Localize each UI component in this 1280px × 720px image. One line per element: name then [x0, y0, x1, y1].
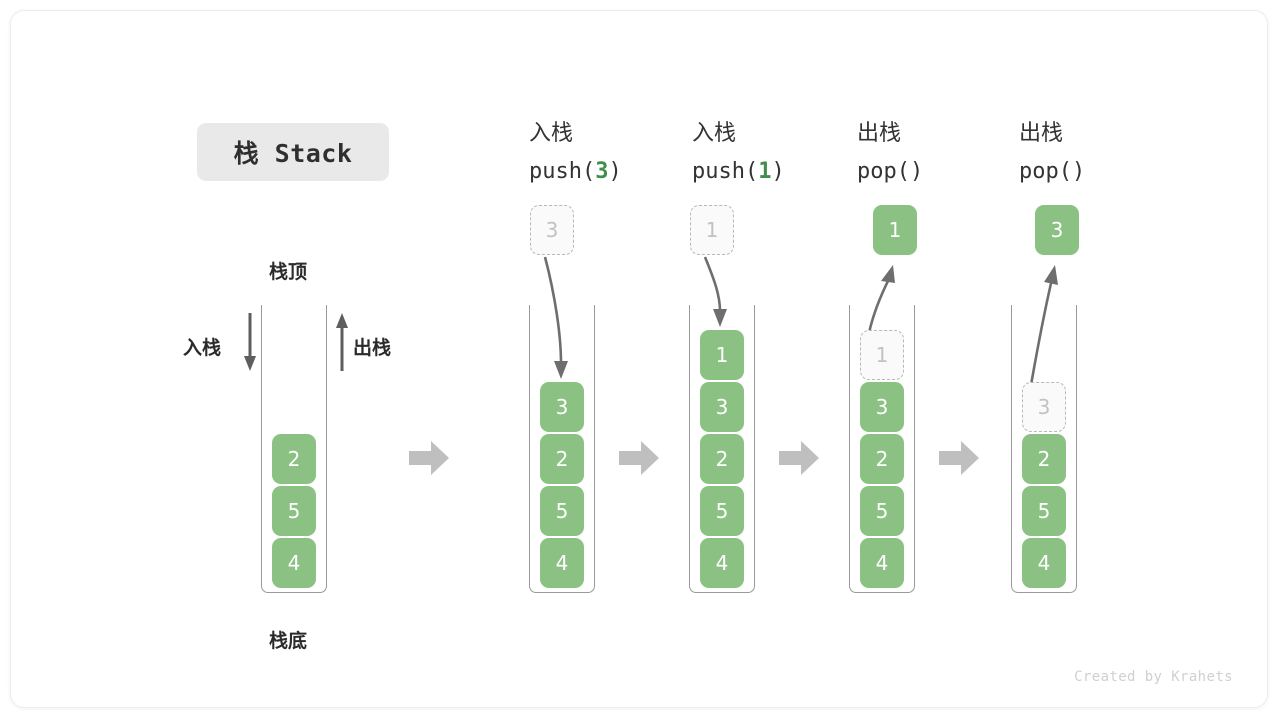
op-code-label: push(1) [692, 153, 785, 191]
stack-cell: 2 [700, 434, 744, 484]
stack-slots: 4 5 2 3 [1011, 381, 1077, 589]
op-title-pop-3: 出栈 pop() [1019, 115, 1085, 191]
stack-after-pop-1: 4 5 2 3 1 [849, 305, 915, 593]
stack-cell: 5 [272, 486, 316, 536]
pop-result-box-1: 1 [873, 205, 917, 255]
push-down-arrow-icon [241, 311, 259, 373]
op-code-arg: 3 [595, 159, 609, 184]
op-code-label: pop() [1019, 153, 1085, 191]
op-code-prefix: pop( [857, 159, 910, 184]
stack-cell: 4 [272, 538, 316, 588]
pop-curve-arrow-1-icon [857, 259, 903, 335]
stack-slots: 4 5 2 3 [529, 381, 595, 589]
op-code-suffix: ) [771, 159, 785, 184]
stack-cell: 3 [540, 382, 584, 432]
step-arrow-icon [617, 439, 661, 477]
pop-curve-arrow-3-icon [1019, 259, 1065, 387]
stack-bottom-label: 栈底 [269, 630, 308, 652]
footer-credit: Created by Krahets [1074, 669, 1233, 685]
stack-initial: 4 5 2 [261, 305, 327, 593]
stack-cell: 5 [1022, 486, 1066, 536]
step-arrow-icon [777, 439, 821, 477]
stack-slots: 4 5 2 [261, 433, 327, 589]
page-title: 栈 Stack [197, 123, 389, 181]
stack-cell: 5 [860, 486, 904, 536]
stack-cell: 4 [700, 538, 744, 588]
op-code-arg: 1 [758, 159, 772, 184]
push-curve-arrow-1-icon [701, 255, 741, 333]
op-code-suffix: ) [608, 159, 622, 184]
stack-cell: 1 [700, 330, 744, 380]
op-code-prefix: push( [692, 159, 759, 184]
stack-cell: 5 [700, 486, 744, 536]
stack-walls [261, 305, 327, 593]
op-code-prefix: pop( [1019, 159, 1072, 184]
step-arrow-icon [937, 439, 981, 477]
op-code-suffix: ) [909, 159, 924, 184]
op-title-push-1: 入栈 push(1) [692, 115, 785, 191]
stack-cell: 4 [1022, 538, 1066, 588]
stack-walls [849, 305, 915, 593]
push-source-box-3: 3 [530, 205, 574, 255]
stack-walls [529, 305, 595, 593]
op-cn-label: 出栈 [857, 121, 902, 146]
op-cn-label: 入栈 [529, 121, 574, 146]
stack-slots: 4 5 2 3 1 [689, 329, 755, 589]
pop-legend-label: 出栈 [353, 337, 392, 359]
stack-after-pop-3: 4 5 2 3 [1011, 305, 1077, 593]
stack-cell: 3 [860, 382, 904, 432]
stack-cell: 2 [1022, 434, 1066, 484]
op-code-label: push(3) [529, 153, 622, 191]
op-code-prefix: push( [529, 159, 596, 184]
op-code-suffix: ) [1071, 159, 1086, 184]
stack-cell: 5 [540, 486, 584, 536]
step-arrow-icon [407, 439, 451, 477]
op-title-pop-1: 出栈 pop() [857, 115, 923, 191]
op-cn-label: 出栈 [1019, 121, 1064, 146]
push-legend-label: 入栈 [183, 337, 222, 359]
stack-slots: 4 5 2 3 1 [849, 329, 915, 589]
op-title-push-3: 入栈 push(3) [529, 115, 622, 191]
op-code-label: pop() [857, 153, 923, 191]
stack-walls [689, 305, 755, 593]
diagram-card: 栈 Stack 栈顶 入栈 出栈 栈底 4 5 2 入栈 pu [10, 10, 1268, 708]
stack-cell: 2 [540, 434, 584, 484]
pop-result-box-3: 3 [1035, 205, 1079, 255]
stack-top-label: 栈顶 [269, 261, 308, 283]
pop-up-arrow-icon [333, 311, 351, 373]
stack-cell-removed: 3 [1022, 382, 1066, 432]
op-cn-label: 入栈 [692, 121, 737, 146]
push-curve-arrow-3-icon [541, 255, 581, 385]
stack-cell-removed: 1 [860, 330, 904, 380]
stack-cell: 2 [272, 434, 316, 484]
stack-after-push-1: 4 5 2 3 1 [689, 305, 755, 593]
stack-cell: 4 [860, 538, 904, 588]
stack-after-push-3: 4 5 2 3 [529, 305, 595, 593]
stack-cell: 3 [700, 382, 744, 432]
stack-walls [1011, 305, 1077, 593]
stack-cell: 4 [540, 538, 584, 588]
stack-cell: 2 [860, 434, 904, 484]
push-source-box-1: 1 [690, 205, 734, 255]
